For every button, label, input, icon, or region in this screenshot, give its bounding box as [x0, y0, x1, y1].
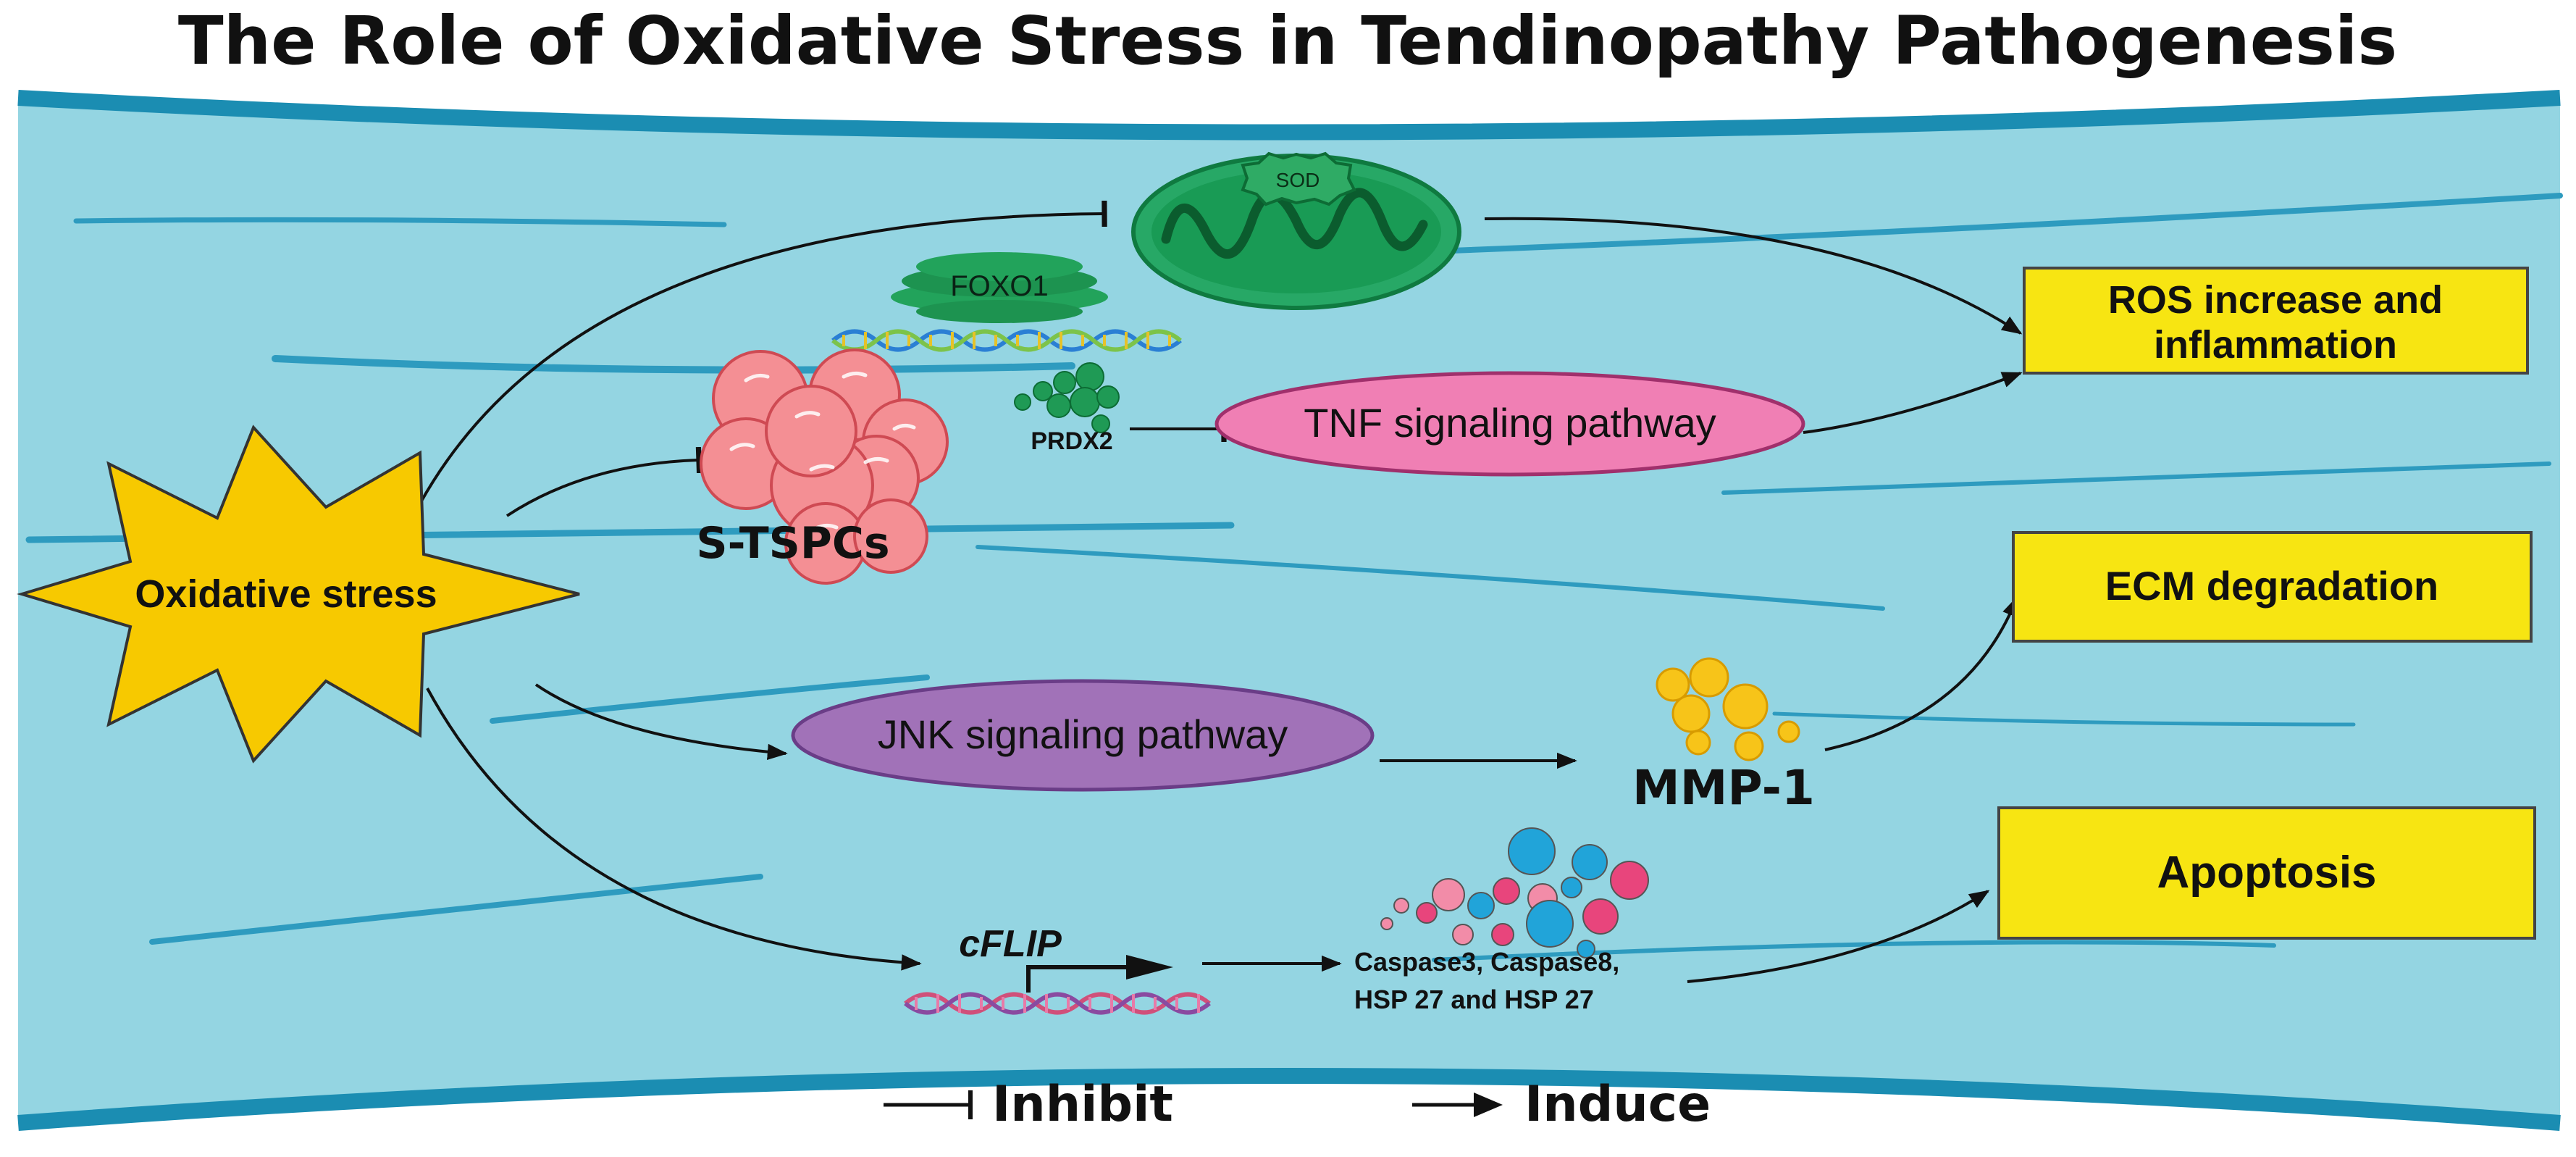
- mito-to-ros-arrow: [1484, 217, 2023, 335]
- legend-inhibit-symbol: [884, 1090, 973, 1119]
- foxo1-dna-icon: [831, 329, 1182, 352]
- cflip-dna-icon: [904, 992, 1211, 1015]
- ros-output-box: ROS increase and inflammation: [2023, 267, 2529, 375]
- legend-induce-label: Induce: [1524, 1076, 1711, 1133]
- mmp-to-ecm-arrow: [1824, 596, 2018, 751]
- jnk-signaling-label: JNK signaling pathway: [878, 711, 1288, 757]
- foxo1-label: FOXO1: [950, 270, 1049, 302]
- s-tspcs-label: S-TSPCs: [696, 518, 889, 569]
- os-to-cflip-arrow: [426, 688, 922, 971]
- oxidative-stress-node: Oxidative stress: [17, 425, 580, 764]
- tendon-background: [17, 90, 2561, 1131]
- ecm-output-label: ECM degradation: [2105, 563, 2438, 609]
- inhibit-mito-connector: [419, 200, 1107, 504]
- s-tspcs-cells-icon: [700, 348, 949, 585]
- cflip-label: cFLIP: [959, 923, 1062, 965]
- tnf-signaling-label: TNF signaling pathway: [1304, 400, 1716, 446]
- legend-inhibit-label: Inhibit: [992, 1076, 1173, 1133]
- s-tspcs-highlights: [729, 371, 916, 531]
- jnk-signaling-node: JNK signaling pathway: [791, 679, 1375, 792]
- cflip-promoter-arrow: [1026, 955, 1173, 993]
- ecm-output-box: ECM degradation: [2012, 531, 2533, 643]
- legend-induce-symbol: [1412, 1093, 1503, 1117]
- apoptosis-output-box: Apoptosis: [1997, 806, 2536, 940]
- mitochondrion: [1131, 154, 1461, 310]
- os-to-jnk-arrow: [534, 683, 788, 761]
- tnf-signaling-node: TNF signaling pathway: [1214, 371, 1805, 477]
- inhibit-stspc-connector: [505, 446, 702, 517]
- sod-badge: SOD: [1241, 151, 1356, 206]
- caspase-bubbles-icon: [1380, 827, 1649, 958]
- ros-output-label-line-1: ROS increase and: [2108, 278, 2443, 322]
- mmp-1-icon: [1656, 657, 1800, 761]
- oxidative-stress-label: Oxidative stress: [135, 572, 437, 616]
- mmp-1-label: MMP-1: [1632, 760, 1815, 816]
- foxo1-protein: FOXO1: [891, 252, 1108, 323]
- sod-label: SOD: [1276, 169, 1320, 191]
- caspase-label-line-1: Caspase3, Caspase8,: [1354, 947, 1619, 977]
- caspase-label-line-2: HSP 27 and HSP 27: [1354, 985, 1594, 1014]
- prdx2-label: PRDX2: [1031, 427, 1112, 455]
- caspase-to-apoptosis-arrow: [1687, 890, 1990, 983]
- connectors: [419, 200, 2023, 983]
- diagram-title: The Role of Oxidative Stress in Tendinop…: [178, 2, 2397, 80]
- tnf-to-ros-arrow: [1803, 372, 2023, 434]
- prdx2-icon: [1014, 362, 1120, 433]
- legend: Inhibit Induce: [884, 1076, 1711, 1133]
- ros-output-label-line-2: inflammation: [2154, 323, 2397, 367]
- apoptosis-output-label: Apoptosis: [2157, 848, 2376, 898]
